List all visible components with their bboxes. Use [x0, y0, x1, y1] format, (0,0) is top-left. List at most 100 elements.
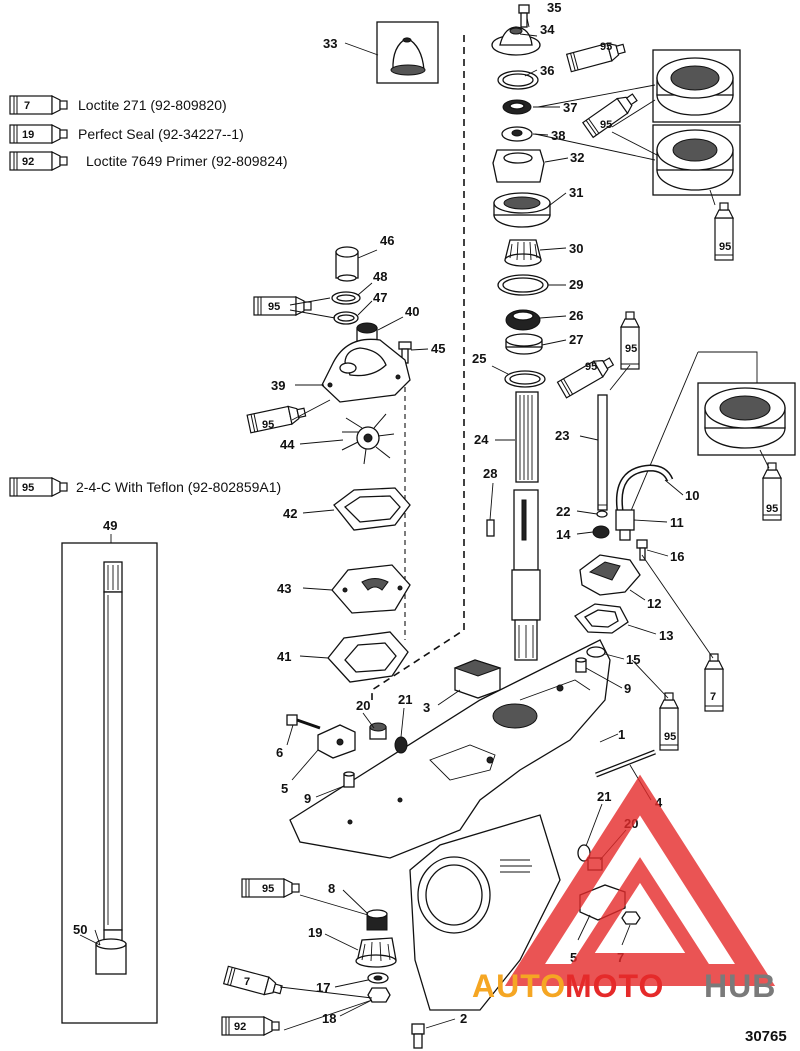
legend-item-95: 95 2-4-C With Teflon (92-802859A1)	[9, 477, 281, 497]
callout-1: 1	[618, 727, 625, 742]
svg-text:95: 95	[585, 361, 597, 373]
callout-9-left: 9	[304, 791, 311, 806]
tube-95-e: 95	[556, 353, 617, 399]
legend-item-19: 19 Perfect Seal (92-34227--1)	[9, 124, 244, 144]
callout-16: 16	[670, 549, 684, 564]
tube-7-b: 7	[223, 965, 284, 1000]
tube-95-h: 95	[762, 462, 782, 521]
callout-35: 35	[547, 0, 561, 15]
callout-15: 15	[626, 652, 640, 667]
tube-95-b: 95	[582, 89, 641, 138]
legend-product: 2-4-C With Teflon (92-802859A1)	[76, 479, 281, 495]
callout-31: 31	[569, 185, 583, 200]
callout-14: 14	[556, 527, 571, 542]
part-1-gearcase-housing	[289, 639, 611, 1011]
tube-95-c: 95	[714, 202, 734, 261]
part-19-gear	[355, 937, 397, 968]
callout-8: 8	[328, 881, 335, 896]
callout-37: 37	[563, 100, 577, 115]
part-25-ring	[504, 370, 546, 388]
part-5-anode-left	[317, 724, 356, 759]
part-36-ring	[497, 70, 539, 90]
svg-text:95: 95	[262, 419, 274, 431]
svg-text:7: 7	[710, 691, 716, 703]
legend-product: Loctite 7649 Primer (92-809824)	[86, 153, 288, 169]
tube-95-j: 95	[241, 878, 300, 898]
part-21-washer-left	[394, 736, 408, 754]
part-20-plug-left	[369, 722, 387, 740]
tube-7-a: 7	[704, 653, 724, 712]
part-22-washer	[596, 510, 608, 518]
part-13-gasket	[574, 603, 629, 634]
svg-text:95: 95	[268, 301, 280, 313]
callout-5-bottom: 5	[570, 950, 577, 965]
svg-text:95: 95	[600, 41, 612, 53]
svg-text:7: 7	[244, 976, 250, 988]
callout-32: 32	[570, 150, 584, 165]
callout-27: 27	[569, 332, 583, 347]
part-18-nut	[367, 987, 391, 1003]
part-16-screw	[636, 539, 648, 561]
callout-5-left: 5	[281, 781, 288, 796]
part-34-cap	[491, 26, 541, 56]
callout-18: 18	[322, 1011, 336, 1026]
tube-95-f: 95	[620, 311, 640, 370]
callout-22: 22	[556, 504, 570, 519]
callout-24: 24	[474, 432, 489, 447]
svg-text:95: 95	[625, 343, 637, 355]
figure-number: 30765	[745, 1028, 787, 1045]
part-41-gasket	[327, 631, 409, 683]
callout-10: 10	[685, 488, 699, 503]
callout-20-left: 20	[356, 698, 370, 713]
part-37-seal	[502, 99, 532, 115]
callout-3: 3	[423, 700, 430, 715]
callout-25: 25	[472, 351, 486, 366]
watermark-auto: AUTO	[472, 968, 566, 1004]
tube-95-d: 95	[253, 296, 312, 316]
part-28-key	[486, 519, 495, 537]
legend-item-92: 92 Loctite 7649 Primer (92-809824)	[9, 151, 288, 171]
callout-11: 11	[670, 515, 684, 530]
centerline	[371, 35, 465, 700]
watermark-text: AUTO MOTO HUB	[472, 968, 776, 1004]
part-15-ring	[586, 646, 606, 658]
part-47-ring	[333, 311, 359, 325]
callout-43: 43	[277, 581, 291, 596]
callout-28: 28	[483, 466, 497, 481]
part-48-grommet	[331, 291, 361, 305]
legend-code: 7	[24, 100, 30, 112]
svg-text:95: 95	[719, 241, 731, 253]
callout-41: 41	[277, 649, 291, 664]
part-29-shim	[497, 274, 549, 296]
part-9-pin-left	[343, 771, 355, 788]
callout-38: 38	[551, 128, 565, 143]
callout-44: 44	[280, 437, 295, 452]
seal-detail-right	[624, 351, 796, 526]
seal-detail-bottom	[534, 124, 741, 196]
part-8-bearing	[366, 909, 388, 931]
callout-47: 47	[373, 290, 387, 305]
part-7-nut-bottom	[621, 911, 641, 925]
legend-product: Perfect Seal (92-34227--1)	[78, 126, 244, 142]
callout-21-left: 21	[398, 692, 412, 707]
callout-19: 19	[308, 925, 322, 940]
svg-text:95: 95	[664, 731, 676, 743]
part-38-washer	[501, 126, 533, 142]
part-14-bushing	[592, 525, 610, 539]
tube-95-a: 95	[566, 38, 627, 73]
callout-45: 45	[431, 341, 445, 356]
legend-code: 19	[22, 129, 34, 141]
part-32-nut	[492, 149, 545, 183]
callout-13: 13	[659, 628, 673, 643]
part-49-shaft-panel	[61, 542, 158, 1024]
callout-33: 33	[323, 36, 337, 51]
legend-code: 95	[22, 482, 34, 494]
callout-34: 34	[540, 22, 555, 37]
watermark-hub: HUB	[704, 968, 776, 1004]
callout-40: 40	[405, 304, 419, 319]
svg-text:95: 95	[600, 119, 612, 131]
callout-9-right: 9	[624, 681, 631, 696]
callout-39: 39	[271, 378, 285, 393]
part-31-cup	[493, 192, 551, 228]
